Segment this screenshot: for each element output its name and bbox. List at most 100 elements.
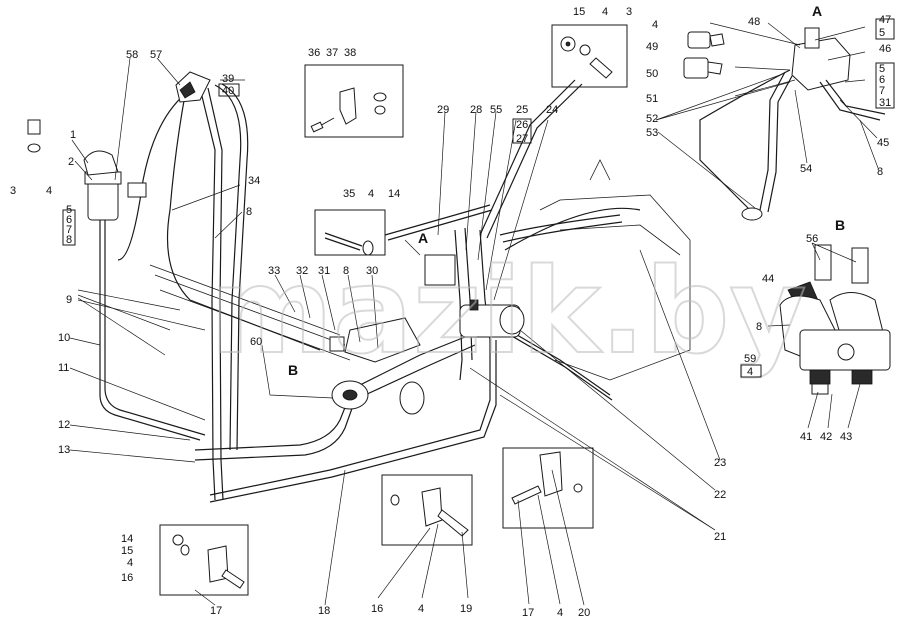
central-distributor-valve <box>329 317 425 415</box>
detail-box-bracket-top <box>304 64 404 138</box>
detail-box-bracket-bm <box>381 474 473 546</box>
callout-35: 35 <box>343 188 355 200</box>
callout-1: 1 <box>70 129 76 141</box>
callout-59: 59 <box>744 353 756 365</box>
callout-27: 27 <box>516 133 528 145</box>
callout-19: 19 <box>460 603 472 615</box>
callout-18: 18 <box>318 605 330 617</box>
callout-23: 23 <box>714 457 726 469</box>
callout-4: 4 <box>46 185 52 197</box>
callout-54: 54 <box>800 163 812 175</box>
callout-38: 38 <box>344 47 356 59</box>
callout-5: 5 <box>66 204 72 216</box>
watermark: mazik.by <box>210 242 806 380</box>
callout-16-bm: 16 <box>371 603 383 615</box>
callout-32: 32 <box>296 265 308 277</box>
callout-22: 22 <box>714 489 726 501</box>
callout-7: 7 <box>66 224 72 236</box>
callout-58: 58 <box>126 49 138 61</box>
callout-50: 50 <box>646 68 658 80</box>
callout-46: 46 <box>879 43 891 55</box>
filter-assembly <box>27 119 147 221</box>
view-b-detail <box>779 244 891 395</box>
callout-6-a: 6 <box>879 74 885 86</box>
callout-42: 42 <box>820 431 832 443</box>
callout-14: 14 <box>121 533 133 545</box>
callout-8-a: 8 <box>877 166 883 178</box>
right-manifold-valve <box>424 254 525 338</box>
callout-21: 21 <box>714 531 726 543</box>
detail-box-bolt-mid <box>314 209 386 256</box>
callout-52: 52 <box>646 113 658 125</box>
callout-55: 55 <box>490 104 502 116</box>
top-bracket-57 <box>175 71 211 103</box>
callout-13: 13 <box>58 444 70 456</box>
callout-26: 26 <box>516 119 528 131</box>
callout-4-b: 4 <box>747 366 753 378</box>
callout-3-top: 3 <box>626 6 632 18</box>
callout-8: 8 <box>66 234 72 246</box>
callout-51: 51 <box>646 93 658 105</box>
callout-31-a: 31 <box>879 97 891 109</box>
boxed-callout-frames <box>62 18 895 378</box>
callout-45: 45 <box>877 137 889 149</box>
callout-24: 24 <box>546 104 558 116</box>
callout-20: 20 <box>578 607 590 619</box>
callout-40: 40 <box>222 85 234 97</box>
section-label-b-detail: B <box>835 217 845 233</box>
callout-12: 12 <box>58 419 70 431</box>
callout-43: 43 <box>840 431 852 443</box>
callout-labels: 1 2 3 4 5 6 7 8 9 10 11 12 13 14 15 4 16… <box>10 6 891 619</box>
callout-3: 3 <box>10 185 16 197</box>
callout-44: 44 <box>762 273 774 285</box>
section-label-a-detail: A <box>812 3 822 19</box>
callout-8-mid: 8 <box>246 206 252 218</box>
callout-11: 11 <box>58 362 69 374</box>
callout-16-bl: 16 <box>121 572 133 584</box>
callout-15-top: 15 <box>573 6 585 18</box>
callout-4-a: 4 <box>652 19 658 31</box>
detail-box-bolt-top <box>551 24 628 88</box>
callout-41: 41 <box>800 431 812 443</box>
callout-48: 48 <box>748 16 760 28</box>
callout-47: 47 <box>879 14 891 26</box>
callout-17-bl: 17 <box>210 605 222 617</box>
callout-39: 39 <box>222 73 234 85</box>
callout-14-mid: 14 <box>388 188 400 200</box>
section-label-b-main: B <box>288 362 298 378</box>
callout-4-bm: 4 <box>418 603 424 615</box>
callout-17-br: 17 <box>522 607 534 619</box>
callout-4-mid: 4 <box>368 188 374 200</box>
callout-9: 9 <box>66 294 72 306</box>
detail-box-bracket-bl <box>159 524 249 596</box>
section-label-a-main: A <box>418 230 428 246</box>
callout-4-br: 4 <box>557 607 563 619</box>
callout-25: 25 <box>516 104 528 116</box>
callout-31: 31 <box>318 265 330 277</box>
callout-53: 53 <box>646 127 658 139</box>
callout-57: 57 <box>150 49 162 61</box>
callout-5-a: 5 <box>879 27 885 39</box>
callout-28: 28 <box>470 104 482 116</box>
callout-6: 6 <box>66 214 72 226</box>
callout-36: 36 <box>308 47 320 59</box>
callout-2: 2 <box>68 156 74 168</box>
view-a-detail <box>683 27 886 221</box>
callout-8-low: 8 <box>343 265 349 277</box>
callout-34: 34 <box>248 175 260 187</box>
callout-5-a2: 5 <box>879 63 885 75</box>
callout-8-b: 8 <box>756 321 762 333</box>
callout-56: 56 <box>806 233 818 245</box>
callout-33: 33 <box>268 265 280 277</box>
callout-10: 10 <box>58 332 70 344</box>
callout-4-top: 4 <box>602 6 608 18</box>
detail-box-bracket-br <box>502 447 594 529</box>
leader-lines <box>69 22 879 606</box>
callout-4-bl: 4 <box>127 557 133 569</box>
callout-49: 49 <box>646 41 658 53</box>
callout-7-a: 7 <box>879 85 885 97</box>
callout-30: 30 <box>366 265 378 277</box>
callout-15: 15 <box>121 545 133 557</box>
callout-37: 37 <box>326 47 338 59</box>
